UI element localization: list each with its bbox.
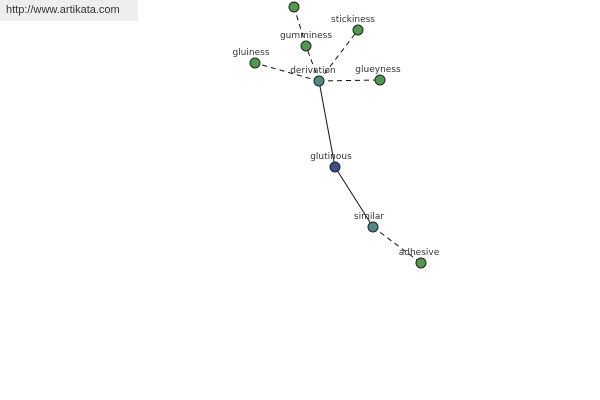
- node-label-gluiness[interactable]: gluiness: [232, 48, 269, 58]
- node-stickiness[interactable]: stickiness: [331, 15, 375, 36]
- node-label-stickiness[interactable]: stickiness: [331, 15, 375, 25]
- url-banner[interactable]: http://www.artikata.com: [0, 0, 138, 21]
- node-gumminess[interactable]: gumminess: [280, 31, 332, 52]
- edge-similar-adhesive: [372, 226, 422, 264]
- edge-glutinous-similar: [334, 166, 374, 228]
- node-derivation[interactable]: derivation: [290, 66, 336, 87]
- node-gluiness[interactable]: gluiness: [232, 48, 270, 69]
- edge-derivation-gumminess: [305, 45, 320, 82]
- node-label-derivation[interactable]: derivation: [290, 66, 336, 76]
- node-label-gumminess[interactable]: gumminess: [280, 31, 332, 41]
- node-circle-adhesive[interactable]: [415, 257, 427, 269]
- node-label-adhesive[interactable]: adhesive: [399, 248, 440, 258]
- node-label-glutinous[interactable]: glutinous: [310, 152, 352, 162]
- node-adhesive[interactable]: adhesive: [399, 248, 440, 269]
- node-circle-stickiness[interactable]: [352, 24, 364, 36]
- node-glutinous[interactable]: glutinous: [310, 152, 352, 173]
- node-label-similar[interactable]: similar: [354, 212, 384, 222]
- node-circle-top-word[interactable]: [288, 1, 300, 13]
- edge-gumminess-top-word: [293, 6, 307, 47]
- node-circle-similar[interactable]: [367, 221, 379, 233]
- node-glueyness[interactable]: glueyness: [355, 65, 401, 86]
- graph-nodes: glutinous derivation similar gumminess stick…: [232, 1, 440, 269]
- graph-edges: [254, 6, 422, 264]
- edge-derivation-stickiness: [318, 29, 359, 82]
- node-circle-glutinous[interactable]: [329, 161, 341, 173]
- edge-derivation-glueyness: [318, 79, 381, 82]
- node-label-glueyness[interactable]: glueyness: [355, 65, 401, 75]
- edge-derivation-gluiness: [254, 62, 320, 82]
- node-circle-gluiness[interactable]: [249, 57, 261, 69]
- edge-glutinous-derivation: [318, 80, 336, 168]
- node-similar[interactable]: similar: [354, 212, 384, 233]
- node-circle-gumminess[interactable]: [300, 40, 312, 52]
- node-circle-derivation[interactable]: [313, 75, 325, 87]
- node-circle-glueyness[interactable]: [374, 74, 386, 86]
- node-top-word[interactable]: [288, 1, 300, 13]
